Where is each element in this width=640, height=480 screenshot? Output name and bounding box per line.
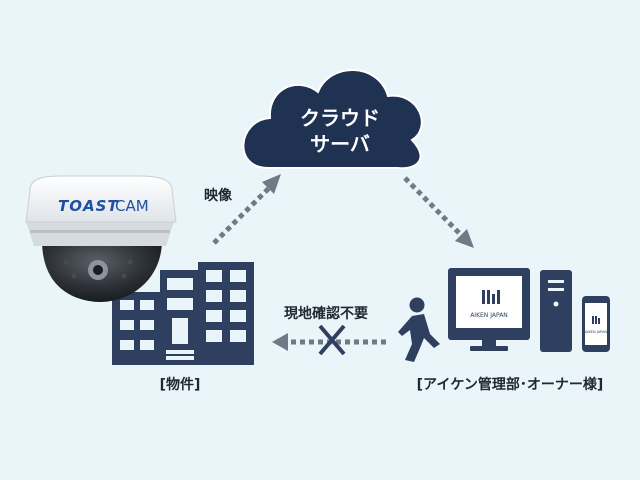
walking-person-icon xyxy=(398,297,440,362)
site-visit-arrow xyxy=(272,333,386,351)
building-icon xyxy=(112,262,254,365)
desktop-computer-icon: AIKEN JAPAN xyxy=(448,268,572,352)
camera-brand-cam: CAM xyxy=(115,197,149,215)
video-label: 映像 xyxy=(204,187,233,204)
smartphone-icon: AIKEN JAPAN xyxy=(582,296,610,352)
cross-mark-icon xyxy=(318,324,346,356)
monitor-brand: AIKEN JAPAN xyxy=(470,312,508,319)
camera-brand-toast: TOAST xyxy=(58,197,119,215)
security-camera-icon: TOAST CAM xyxy=(25,175,177,302)
cloud-icon: クラウド サーバ xyxy=(242,69,423,170)
cloud-label-line2: サーバ xyxy=(310,132,370,156)
property-label: [物件] xyxy=(160,376,201,393)
owner-label: [アイケン管理部･オーナー様] xyxy=(417,376,604,393)
cloud-to-owner-arrow xyxy=(403,176,474,248)
cloud-label-line1: クラウド xyxy=(300,106,380,130)
phone-brand: AIKEN JAPAN xyxy=(585,330,607,334)
video-upload-arrow xyxy=(212,174,281,245)
no-site-visit-label: 現地確認不要 xyxy=(284,305,368,322)
